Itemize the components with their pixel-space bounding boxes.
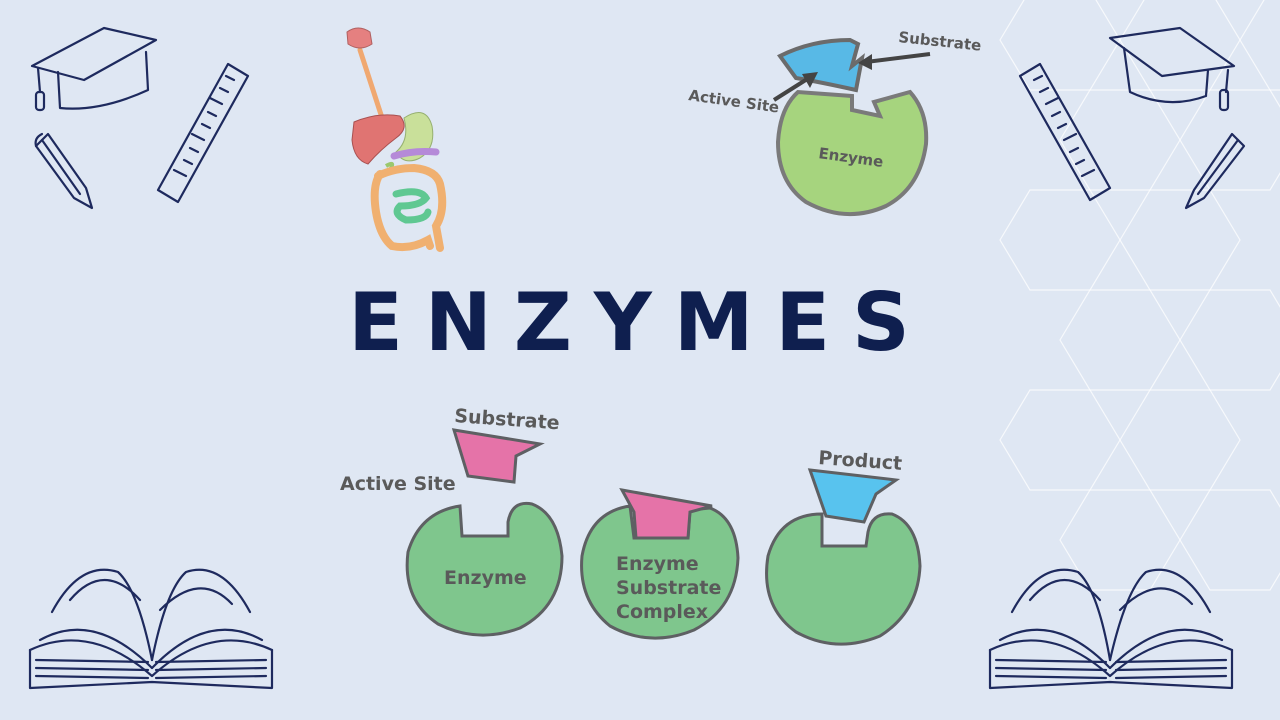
complex-label-line-2: Substrate: [616, 577, 721, 599]
enzyme-diagram-top: Substrate Active Site Enzyme: [687, 28, 983, 217]
enzyme-shape-top: [775, 89, 929, 217]
complex-label-line-1: Enzyme: [616, 553, 699, 575]
substrate-label-top: Substrate: [898, 28, 983, 55]
graduation-cap-icon-right: [1108, 26, 1236, 112]
pencil-icon: [34, 132, 94, 210]
substrate-label-bottom: Substrate: [454, 405, 561, 434]
enzyme-process-diagram: Substrate Active Site Enzyme Enzyme Subs…: [340, 405, 922, 646]
enzyme-label-bottom: Enzyme: [444, 567, 527, 589]
open-book-icon-right: [988, 568, 1234, 690]
pencil-icon-right: [1184, 132, 1246, 210]
hexagon-pattern: [999, 0, 1280, 591]
ruler-icon: [156, 62, 250, 204]
arrow-substrate-top: [865, 52, 931, 64]
enzyme-shape-1: [405, 501, 564, 637]
active-site-label-top: Active Site: [687, 86, 780, 117]
complex-label-line-3: Complex: [616, 601, 708, 623]
ruler-icon-right: [1018, 62, 1112, 202]
graduation-cap-icon: [30, 26, 158, 112]
substrate-shape-2: [619, 487, 713, 540]
page-title: ENZYMES: [348, 276, 931, 369]
enzyme-shape-2: [580, 504, 740, 640]
product-shape: [807, 468, 901, 524]
digestive-system-icon: [346, 27, 447, 252]
active-site-label-bottom: Active Site: [340, 473, 456, 495]
product-label: Product: [818, 447, 903, 475]
open-book-icon: [28, 568, 274, 690]
substrate-shape-1: [451, 428, 545, 484]
enzyme-shape-3: [765, 512, 922, 646]
substrate-shape-top: [776, 37, 865, 93]
